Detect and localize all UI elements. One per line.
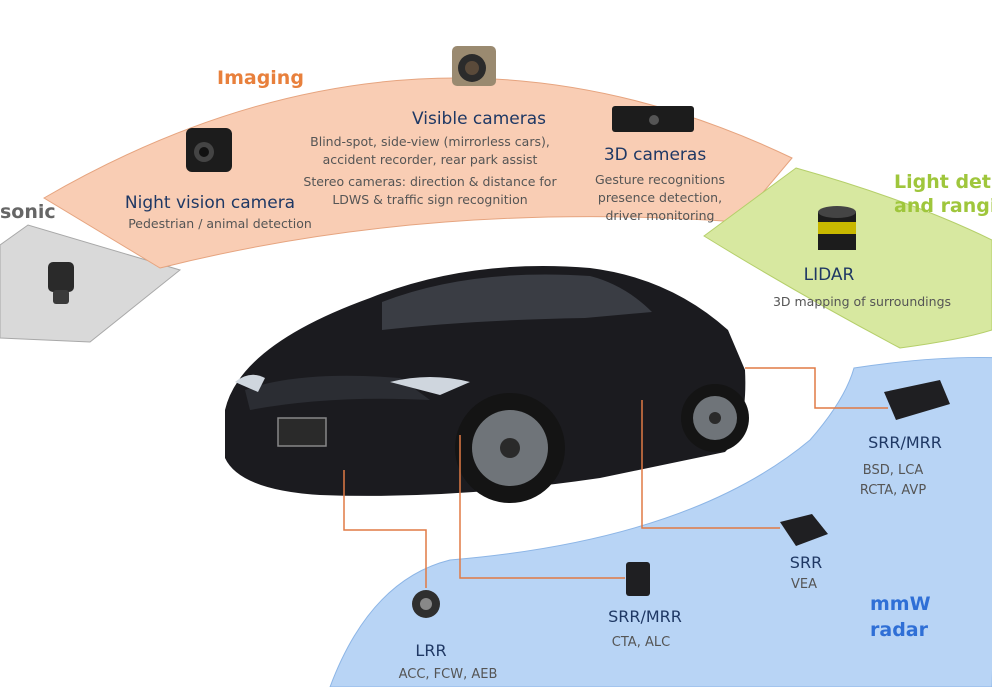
visible-cameras-title: Visible cameras [412, 109, 546, 129]
srr-mrr-bottom-title: SRR/MRR [608, 607, 682, 626]
radar-band [329, 356, 992, 687]
section-label-light-1: Light det [894, 171, 991, 193]
visible-cameras-desc-1: Blind-spot, side-view (mirrorless cars), [310, 134, 550, 149]
connector-srr-mrr-right [745, 367, 888, 409]
lidar-sensor-icon [818, 206, 856, 250]
night-vision-desc: Pedestrian / animal detection [128, 216, 312, 231]
visible-camera-icon [452, 46, 496, 86]
srr-mrr-bottom-desc: CTA, ALC [612, 635, 670, 650]
night-vision-title: Night vision camera [125, 193, 295, 213]
srr-mrr-right-desc-1: BSD, LCA [863, 463, 924, 478]
section-label-imaging: Imaging [217, 67, 304, 89]
visible-cameras-desc-3: Stereo cameras: direction & distance for [303, 174, 557, 189]
visible-cameras-desc-2: accident recorder, rear park assist [323, 152, 538, 167]
lidar-title: LIDAR [804, 265, 855, 285]
srr-sensor-icon [780, 514, 828, 546]
3d-cameras-desc-1: Gesture recognitions [595, 172, 725, 187]
connector-srr-mrr-bottom [459, 435, 625, 579]
connector-srr [641, 400, 780, 529]
connector-lrr [343, 470, 427, 588]
lrr-sensor-icon [412, 590, 440, 618]
3d-camera-icon [612, 106, 694, 132]
night-vision-camera-icon [186, 128, 232, 172]
ultrasonic-sensor-icon [48, 262, 74, 304]
visible-cameras-desc-4: LDWS & traffic sign recognition [332, 192, 527, 207]
srr-mrr-right-title: SRR/MRR [868, 433, 942, 452]
lrr-desc: ACC, FCW, AEB [399, 667, 498, 682]
srr-mrr-right-desc-2: RCTA, AVP [860, 483, 927, 498]
lidar-band [703, 167, 992, 349]
lrr-title: LRR [415, 641, 446, 660]
section-label-radar-1: mmW [870, 593, 931, 615]
ultrasonic-band [0, 224, 182, 343]
srr-mrr-right-sensor-icon [884, 380, 950, 420]
car-image [225, 266, 749, 503]
section-label-ultrasonic: sonic [0, 201, 56, 223]
3d-cameras-desc-3: driver monitoring [606, 208, 715, 223]
connector-lines [343, 367, 888, 588]
imaging-band [43, 77, 793, 269]
srr-mrr-bottom-sensor-icon [626, 562, 650, 596]
srr-desc: VEA [791, 577, 817, 592]
section-label-light-2: and rangi [894, 195, 992, 217]
section-label-radar-2: radar [870, 619, 929, 641]
srr-title: SRR [790, 553, 822, 572]
3d-cameras-title: 3D cameras [604, 145, 707, 165]
3d-cameras-desc-2: presence detection, [598, 190, 722, 205]
lidar-desc: 3D mapping of surroundings [773, 294, 951, 309]
